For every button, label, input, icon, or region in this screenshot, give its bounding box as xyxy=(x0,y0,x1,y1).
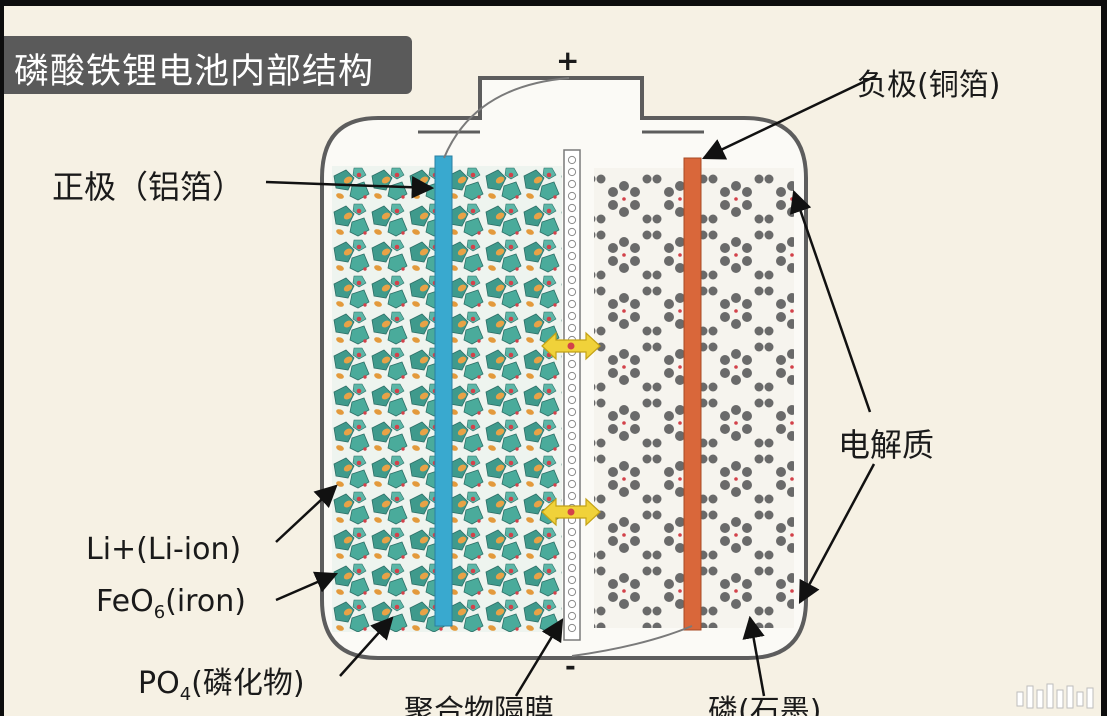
title-banner: 磷酸铁锂电池内部结构 xyxy=(4,36,412,94)
waveform-watermark-icon xyxy=(1016,683,1094,709)
battery-cell-diagram xyxy=(265,74,877,697)
diagram-canvas: 磷酸铁锂电池内部结构 + - 正极（铝箔） 负极(铜箔) 电解质 Li+(Li-… xyxy=(4,6,1101,716)
double-arrow-icon xyxy=(541,497,601,527)
graphite-label: 磷(石墨) xyxy=(708,694,822,716)
positive-terminal-label: + xyxy=(556,44,580,77)
negative-terminal-label: - xyxy=(565,652,576,682)
pointer-separator xyxy=(514,618,564,697)
pointer-electrolyte-top xyxy=(789,189,872,413)
pointer-po4 xyxy=(339,616,394,677)
aluminium-foil xyxy=(434,155,453,627)
separator-label: 聚合物隔膜 xyxy=(404,694,554,716)
anode-foil-label: 负极(铜箔) xyxy=(857,68,1001,103)
pointer-graphite xyxy=(742,615,766,697)
copper-foil xyxy=(683,157,702,631)
li-ion-label: Li+(Li-ion) xyxy=(86,532,242,567)
double-arrow-icon xyxy=(541,331,601,361)
feo6-label: FeO6(iron) xyxy=(96,584,246,623)
electrolyte-label: 电解质 xyxy=(838,426,935,464)
pointer-feo6 xyxy=(275,571,339,602)
po4-label: PO4(磷化物) xyxy=(138,666,305,705)
pointer-anode-foil xyxy=(701,74,877,160)
cathode-foil-label: 正极（铝箔） xyxy=(52,168,245,206)
diagram-title: 磷酸铁锂电池内部结构 xyxy=(14,52,375,92)
pointer-li-ion xyxy=(275,484,338,543)
pointer-cathode-foil xyxy=(265,176,435,199)
pointer-electrolyte-bottom xyxy=(798,463,876,604)
